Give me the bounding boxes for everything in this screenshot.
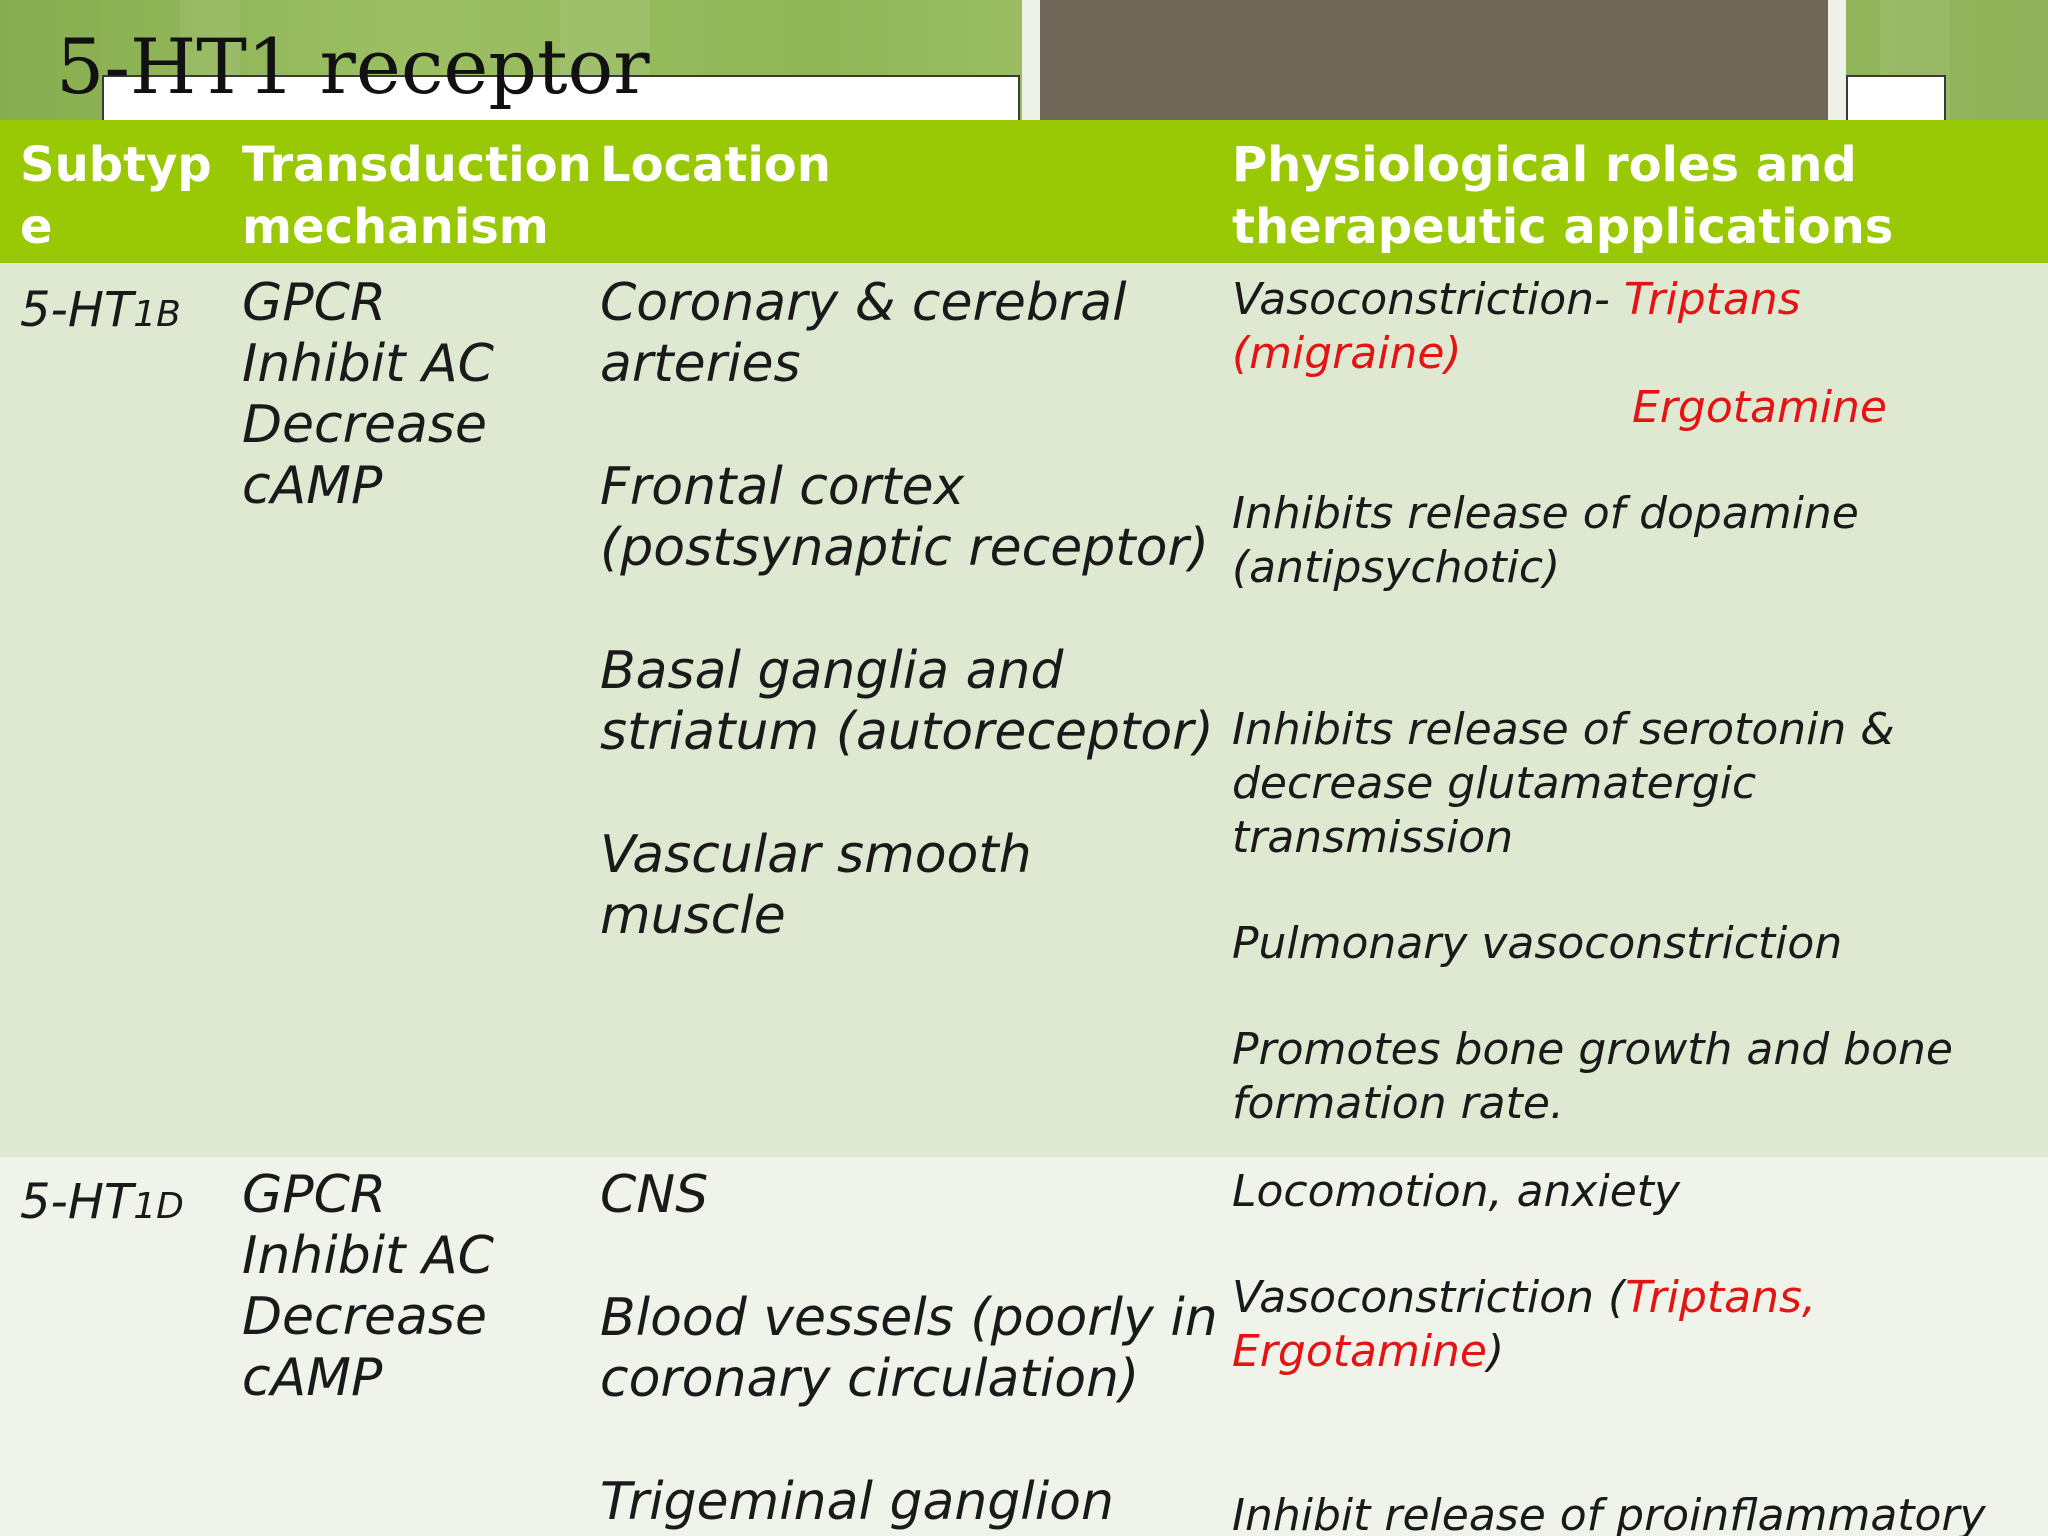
location-line: Trigeminal ganglion: [600, 1472, 1114, 1532]
transduction-line: GPCR: [242, 1165, 387, 1225]
transduction-line: Decrease: [242, 395, 487, 455]
subtype-base: 5-HT: [20, 282, 134, 338]
transduction-cell: GPCR Inhibit AC Decrease cAMP: [242, 1165, 494, 1409]
title-banner: 5-HT1 receptor: [0, 0, 2048, 120]
table-header: Subtyp e Transduction mechanism Location…: [0, 120, 2048, 263]
header-location-line: Location: [600, 137, 831, 193]
phys-vasoconstriction: Vasoconstriction (Triptans,: [1232, 1271, 1986, 1325]
phys-text: Vasoconstriction (: [1232, 1272, 1626, 1323]
subtype-base: 5-HT: [20, 1174, 134, 1230]
header-transduction: Transduction mechanism: [242, 134, 592, 258]
drug-name: (migraine): [1232, 328, 1462, 379]
drug-name: Triptans,: [1625, 1272, 1816, 1323]
transduction-line: cAMP: [242, 456, 383, 516]
location-cell: CNS Blood vessels (poorly in coronary ci…: [600, 1165, 1218, 1533]
transduction-line: Inhibit AC: [242, 334, 494, 394]
location-line: (postsynaptic receptor): [600, 518, 1210, 578]
location-line: Frontal cortex: [600, 457, 965, 517]
subtype-subscript: 1D: [133, 1186, 184, 1227]
banner-divider: [1828, 0, 1846, 120]
header-transduction-line: mechanism: [242, 199, 549, 255]
physiological-cell: Locomotion, anxiety Vasoconstriction (Tr…: [1232, 1165, 1986, 1536]
transduction-line: cAMP: [242, 1348, 383, 1408]
phys-line: Promotes bone growth and bone: [1232, 1024, 1953, 1075]
header-physiological: Physiological roles and therapeutic appl…: [1232, 134, 1893, 258]
banner-tab: [1846, 75, 1946, 120]
location-line: striatum (autoreceptor): [600, 702, 1214, 762]
phys-line: formation rate.: [1232, 1078, 1564, 1129]
location-line: Basal ganglia and: [600, 641, 1064, 701]
phys-line: decrease glutamatergic: [1232, 758, 1757, 809]
transduction-line: GPCR: [242, 273, 387, 333]
header-transduction-line: Transduction: [242, 137, 592, 193]
location-cell: Coronary & cerebral arteries Frontal cor…: [600, 273, 1214, 947]
header-physiological-line: therapeutic applications: [1232, 199, 1894, 255]
slide-title: 5-HT1 receptor: [56, 22, 650, 111]
transduction-cell: GPCR Inhibit AC Decrease cAMP: [242, 273, 494, 517]
phys-line: Inhibits release of dopamine: [1232, 488, 1859, 539]
physiological-cell: Vasoconstriction- Triptans (migraine) Er…: [1232, 273, 1953, 1131]
location-line: CNS: [600, 1165, 709, 1225]
phys-text: Vasoconstriction-: [1232, 274, 1624, 325]
header-location: Location: [600, 134, 831, 196]
phys-vasoconstriction: Vasoconstriction- Triptans: [1232, 273, 1953, 327]
phys-line: (antipsychotic): [1232, 542, 1561, 593]
drug-name: Triptans: [1623, 274, 1801, 325]
location-line: arteries: [600, 334, 801, 394]
header-subtype-line: e: [20, 199, 53, 255]
table-row: 5-HT1B GPCR Inhibit AC Decrease cAMP Cor…: [0, 263, 2048, 1157]
phys-text: ): [1487, 1326, 1505, 1377]
location-line: Coronary & cerebral: [600, 273, 1127, 333]
location-line: coronary circulation): [600, 1349, 1140, 1409]
phys-vasoconstriction: Ergotamine): [1232, 1325, 1986, 1379]
phys-line: Inhibits release of serotonin &: [1232, 704, 1895, 755]
phys-line: Pulmonary vasoconstriction: [1232, 918, 1843, 969]
location-line: muscle: [600, 886, 786, 946]
transduction-line: Inhibit AC: [242, 1226, 494, 1286]
receptor-table: Subtyp e Transduction mechanism Location…: [0, 120, 2048, 1536]
transduction-line: Decrease: [242, 1287, 487, 1347]
banner-tab: [102, 75, 1020, 120]
table-row: 5-HT1D GPCR Inhibit AC Decrease cAMP CNS…: [0, 1157, 2048, 1536]
header-subtype: Subtyp e: [20, 134, 212, 258]
subtype-subscript: 1B: [133, 294, 181, 335]
subtype-cell: 5-HT1B: [20, 279, 181, 346]
subtype-cell: 5-HT1D: [20, 1171, 184, 1238]
drug-name: Ergotamine: [1632, 382, 1887, 433]
location-line: Blood vessels (poorly in: [600, 1288, 1218, 1348]
phys-line: Inhibit release of proinflammatory: [1232, 1490, 1986, 1536]
header-subtype-line: Subtyp: [20, 137, 212, 193]
phys-line: Locomotion, anxiety: [1232, 1166, 1681, 1217]
phys-line: transmission: [1232, 812, 1514, 863]
banner-photo: [1040, 0, 1828, 120]
banner-divider: [1022, 0, 1040, 120]
drug-name: Ergotamine: [1232, 1326, 1487, 1377]
location-line: Vascular smooth: [600, 825, 1032, 885]
header-physiological-line: Physiological roles and: [1232, 137, 1857, 193]
